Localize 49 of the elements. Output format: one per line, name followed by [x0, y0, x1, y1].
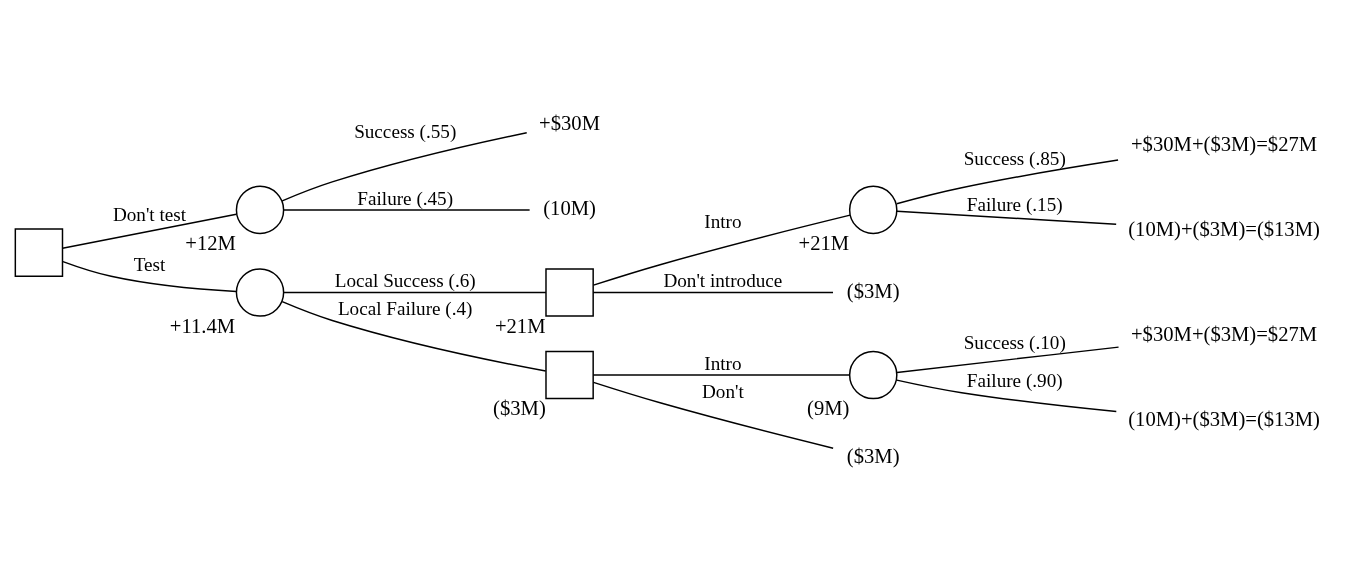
connector: [281, 131, 528, 202]
node-text: ($3M): [846, 279, 900, 302]
node-box: [545, 267, 594, 317]
connector: [281, 300, 547, 372]
connector: [283, 208, 531, 211]
edge-label: Intro: [704, 352, 742, 374]
connector: [592, 213, 851, 286]
edge-label: Failure (.90): [966, 369, 1063, 391]
connector: [61, 213, 238, 249]
connector: [896, 345, 1120, 373]
connector: [896, 210, 1117, 225]
node-label: (9M): [807, 396, 850, 419]
node-text: (10M): [543, 196, 596, 219]
node-label: ($3M): [493, 396, 546, 419]
connector: [896, 378, 1118, 412]
edge-label: Intro: [704, 210, 742, 232]
edge-label: Success (.85): [963, 147, 1066, 169]
node-box: [14, 227, 64, 277]
edge-label: Local Success (.6): [334, 269, 476, 291]
connector: [592, 291, 834, 293]
node-text: +$30M+($3M)=$27M: [1130, 322, 1318, 345]
node-label: +11.4M: [169, 314, 236, 337]
node-circle: [235, 267, 285, 317]
connector: [592, 373, 851, 376]
edge-label: Test: [133, 253, 166, 275]
connector: [283, 291, 547, 293]
edge-label: Success (.10): [963, 331, 1066, 353]
edge-label: Don't test: [112, 203, 187, 225]
connector: [62, 260, 238, 292]
node-circle: [235, 185, 285, 234]
edge-label: Failure (.15): [966, 193, 1063, 215]
node-box: [545, 350, 594, 399]
edge-label: Don't: [702, 380, 744, 402]
node-text: (10M)+($3M)=($13M): [1128, 407, 1320, 430]
edge-label: Success (.55): [354, 120, 457, 142]
edge-label: Local Failure (.4): [337, 297, 473, 319]
node-label: +21M: [494, 314, 546, 337]
node-text: ($3M): [846, 444, 900, 467]
edge-label: Failure (.45): [357, 187, 454, 209]
edge-label: Don't introduce: [663, 269, 783, 291]
node-circle: [848, 185, 898, 234]
connector: [592, 381, 834, 449]
node-text: +$30M+($3M)=$27M: [1130, 132, 1318, 155]
connector: [896, 158, 1119, 204]
node-label: +21M: [798, 231, 850, 254]
node-label: +12M: [185, 231, 236, 254]
node-text: (10M)+($3M)=($13M): [1128, 217, 1320, 240]
node-circle: [848, 350, 898, 399]
node-text: +$30M: [539, 111, 601, 134]
